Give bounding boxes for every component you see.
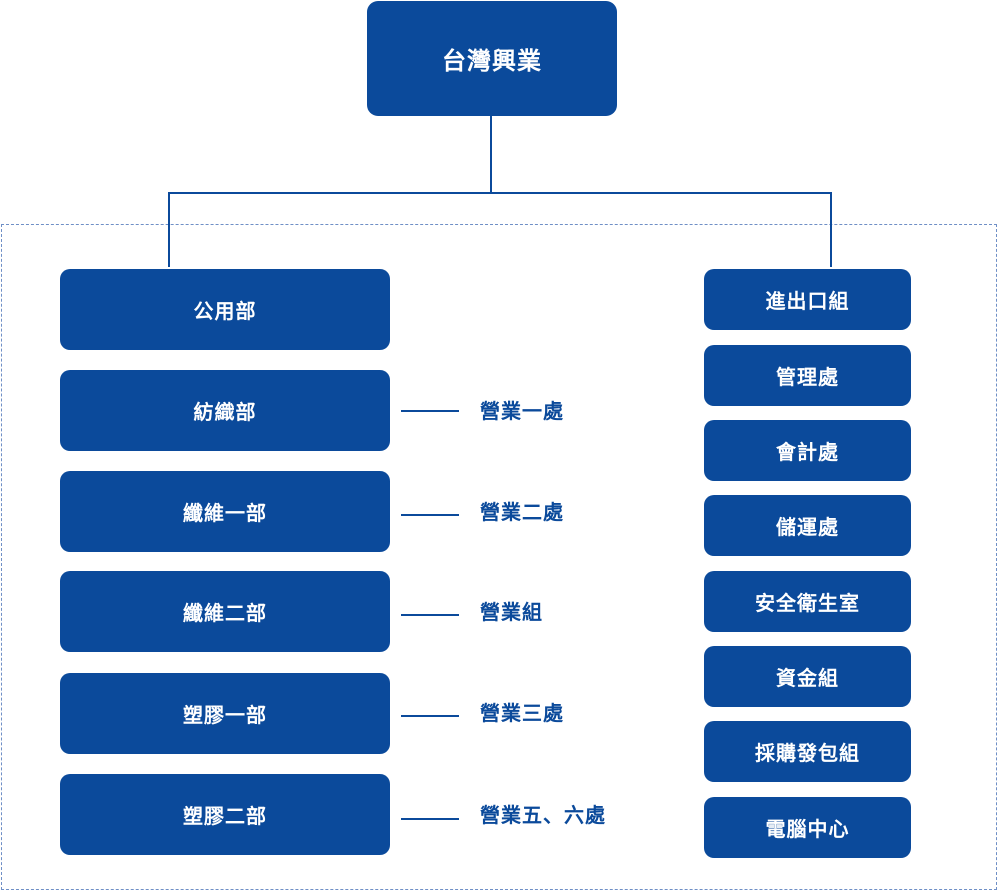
dept-node-label: 採購發包組 <box>755 741 860 765</box>
dept-node-label: 管理處 <box>776 365 839 389</box>
dept-node-label: 塑膠一部 <box>183 703 267 727</box>
sales-connector <box>401 514 459 516</box>
dept-node-plastics-1: 塑膠一部 <box>60 673 390 754</box>
sales-connector <box>401 410 459 412</box>
dept-node-procurement: 採購發包組 <box>704 721 911 782</box>
dept-node-utilities: 公用部 <box>60 269 390 350</box>
dept-node-fiber-2: 纖維二部 <box>60 571 390 652</box>
sales-unit-label: 營業五、六處 <box>480 803 606 827</box>
sales-connector <box>401 614 459 616</box>
dept-node-label: 紡織部 <box>193 400 257 424</box>
dept-node-label: 電腦中心 <box>765 817 850 841</box>
sales-unit-label: 營業組 <box>480 600 543 624</box>
dept-node-import-export: 進出口組 <box>704 269 911 330</box>
dept-node-label: 進出口組 <box>765 289 850 313</box>
dept-node-logistics: 儲運處 <box>704 495 911 556</box>
sales-unit-label: 營業三處 <box>480 701 564 725</box>
dept-node-textile: 紡織部 <box>60 370 390 451</box>
dept-node-accounting: 會計處 <box>704 420 911 481</box>
dept-node-label: 資金組 <box>776 666 839 690</box>
dept-node-label: 塑膠二部 <box>183 804 267 828</box>
root-node-label: 台灣興業 <box>442 47 542 75</box>
root-node: 台灣興業 <box>367 1 617 116</box>
department-group-frame <box>1 224 997 890</box>
root-down-connector <box>490 116 492 193</box>
sales-unit-label: 營業一處 <box>480 399 564 423</box>
dept-node-label: 纖維二部 <box>183 601 267 625</box>
horizontal-connector <box>168 192 832 194</box>
dept-node-finance: 資金組 <box>704 646 911 707</box>
sales-connector <box>401 715 459 717</box>
left-branch-connector <box>168 192 170 267</box>
dept-node-computer-center: 電腦中心 <box>704 797 911 858</box>
dept-node-plastics-2: 塑膠二部 <box>60 774 390 855</box>
dept-node-label: 纖維一部 <box>183 501 267 525</box>
dept-node-safety-health: 安全衛生室 <box>704 571 911 632</box>
right-branch-connector <box>830 192 832 267</box>
dept-node-fiber-1: 纖維一部 <box>60 471 390 552</box>
dept-node-label: 公用部 <box>193 299 257 323</box>
dept-node-management: 管理處 <box>704 345 911 406</box>
sales-connector <box>401 818 459 820</box>
dept-node-label: 儲運處 <box>776 515 839 539</box>
dept-node-label: 會計處 <box>776 440 839 464</box>
sales-unit-label: 營業二處 <box>480 500 564 524</box>
dept-node-label: 安全衛生室 <box>755 591 860 615</box>
